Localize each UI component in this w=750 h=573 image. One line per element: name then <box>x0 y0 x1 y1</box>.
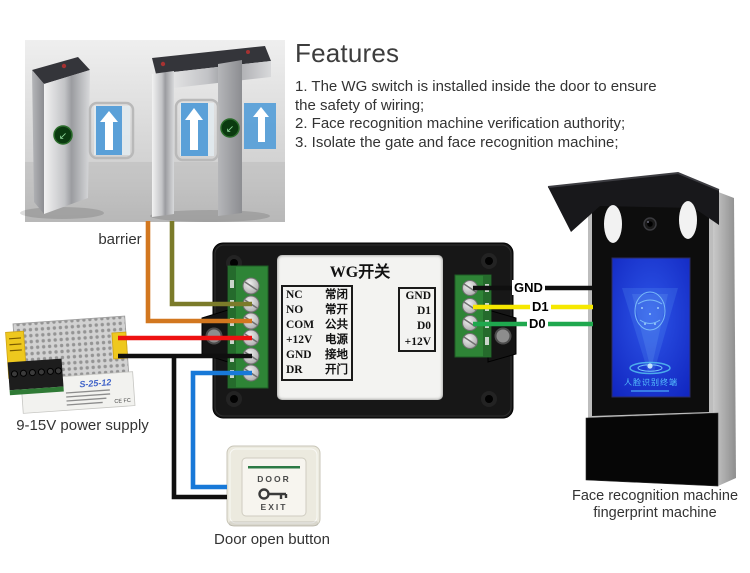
hologram-rings <box>629 361 671 375</box>
svg-text:↙: ↙ <box>226 124 234 135</box>
pin-name: GND <box>405 290 431 302</box>
screen-subtext-bar <box>631 390 669 392</box>
left-turnstile-pedestal: ↙ <box>32 57 90 214</box>
pin-name: NO <box>286 304 304 317</box>
key-icon <box>258 488 288 500</box>
features-section: Features 1. The WG switch is installed i… <box>295 38 680 152</box>
door-button-door-text: DOOR <box>257 474 291 484</box>
green-arrow-indicator: ↙ <box>220 118 240 138</box>
pin-name: COM <box>286 319 315 332</box>
power-supply-label: 9-15V power supply <box>16 417 149 434</box>
face-machine-label-line2: fingerprint machine <box>593 504 717 521</box>
pin-row: COM 公共 <box>286 318 348 333</box>
wire-label-d1: D1 <box>530 299 551 314</box>
face-machine-label: Face recognition machine fingerprint mac… <box>555 488 750 521</box>
pin-name: +12V <box>404 335 431 348</box>
feature-item: 3. Isolate the gate and face recognition… <box>295 133 619 151</box>
green-stripe <box>248 466 300 469</box>
wire-barrier-com <box>145 221 252 324</box>
wire-dr-to-button <box>190 370 252 490</box>
wg-right-pin-table: GND D1 D0 +12V <box>398 287 436 352</box>
machine-side <box>713 190 736 486</box>
door-button-label: Door open button <box>214 531 330 548</box>
screen <box>611 257 691 398</box>
barrier-label: barrier <box>98 231 142 248</box>
features-title: Features <box>295 38 400 68</box>
wire-label-d0: D0 <box>527 316 548 331</box>
pin-row: DR 开门 <box>286 363 348 378</box>
pin-name: D1 <box>416 305 431 318</box>
wg-switch-label-panel <box>277 255 443 400</box>
wg-switch-title: WG开关 <box>329 264 391 281</box>
left-terminal-block <box>227 265 269 389</box>
pin-name: NC <box>286 289 303 301</box>
up-arrow-icon <box>185 108 203 150</box>
pin-row: +12V 电源 <box>286 333 348 348</box>
hologram-face <box>634 291 666 331</box>
psu-model-text: S-25-12 <box>79 377 112 389</box>
pin-row: NC 常闭 <box>286 288 348 303</box>
pin-name: D0 <box>416 320 431 333</box>
psu-terminal-block <box>7 358 64 396</box>
up-arrow-icon <box>253 107 269 142</box>
pin-cn: 电源 <box>325 334 348 347</box>
pin-cn: 常开 <box>325 304 348 317</box>
psu-certification-marks: CE FC <box>114 398 131 405</box>
power-supply: S-25-12 CE FC <box>5 315 136 414</box>
face-screen-text: 人脸识别终端 <box>624 378 678 387</box>
left-swing-glass <box>88 101 135 160</box>
middle-swing-glass <box>174 98 220 162</box>
feature-item: 1. The WG switch is installed inside the… <box>295 78 657 114</box>
indicator-dot <box>61 63 67 69</box>
door-button-exit-text: EXIT <box>260 502 288 512</box>
pin-row: GND 接地 <box>286 348 348 363</box>
door-open-button <box>226 445 321 527</box>
hologram-dots <box>641 307 659 325</box>
wg-left-pin-table: NC 常闭 NO 常开 COM 公共 +12V 电源 GND 接地 DR 开门 <box>281 285 353 381</box>
machine-base <box>585 412 719 487</box>
pin-row: NO 常开 <box>286 303 348 318</box>
right-mounting-ear <box>487 309 517 363</box>
ir-sensor-window <box>679 201 697 239</box>
pin-name: DR <box>286 364 303 377</box>
feature-item: 2. Face recognition machine verification… <box>295 115 626 132</box>
pin-cn: 常闭 <box>325 289 348 301</box>
indicator-dot <box>160 61 166 67</box>
ir-sensor-window <box>604 205 622 243</box>
wire-gnd-to-button <box>171 356 227 500</box>
face-recognition-machine <box>547 171 736 487</box>
camera-icon <box>643 217 657 231</box>
face-machine-label-line1: Face recognition machine <box>571 488 739 504</box>
wire-label-gnd: GND <box>512 280 545 295</box>
pin-name: GND <box>286 349 312 362</box>
right-swing-glass <box>244 103 276 149</box>
rain-hood <box>547 171 720 232</box>
psu-spec-lines <box>65 389 111 406</box>
pin-name: +12V <box>286 334 313 347</box>
pin-cn: 开门 <box>325 364 348 377</box>
svg-text:↙: ↙ <box>59 131 67 142</box>
up-arrow-icon <box>100 111 118 150</box>
right-turnstile-portal: ↙ <box>152 46 271 217</box>
psu-pcb-edge <box>9 386 64 396</box>
wire-barrier-no <box>169 221 252 307</box>
green-arrow-indicator: ↙ <box>53 125 73 145</box>
button-face <box>241 457 307 517</box>
pin-cn: 接地 <box>325 349 348 362</box>
barrier-photo: ↙ ↙ <box>20 40 285 222</box>
shadow <box>20 207 104 219</box>
pin-cn: 公共 <box>325 319 348 332</box>
indicator-dot <box>246 50 250 54</box>
